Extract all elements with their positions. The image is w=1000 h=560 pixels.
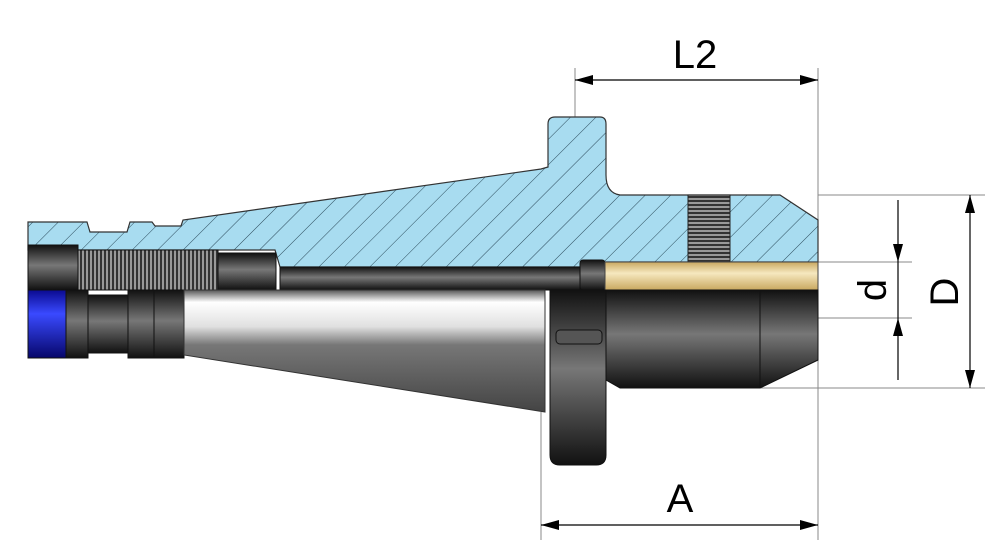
threaded-hole <box>687 194 731 266</box>
pull-stud-head <box>27 244 79 291</box>
end-ring <box>27 289 67 359</box>
dim-label-d: d <box>851 279 895 301</box>
dimension-d: d <box>851 200 903 380</box>
coolant-band <box>604 261 819 291</box>
dimension-A: A <box>541 477 818 530</box>
nose-body <box>605 289 819 389</box>
dimension-D: D <box>923 195 975 388</box>
thread <box>77 249 219 291</box>
dim-label-D: D <box>923 278 967 307</box>
section-view <box>27 116 819 268</box>
dimension-L2: L2 <box>575 33 818 85</box>
dim-label-L2: L2 <box>673 33 718 77</box>
dim-label-A: A <box>667 477 694 521</box>
bore <box>279 266 581 291</box>
extension-lines <box>540 68 985 540</box>
taper-shank <box>183 289 546 413</box>
flange <box>549 289 607 466</box>
